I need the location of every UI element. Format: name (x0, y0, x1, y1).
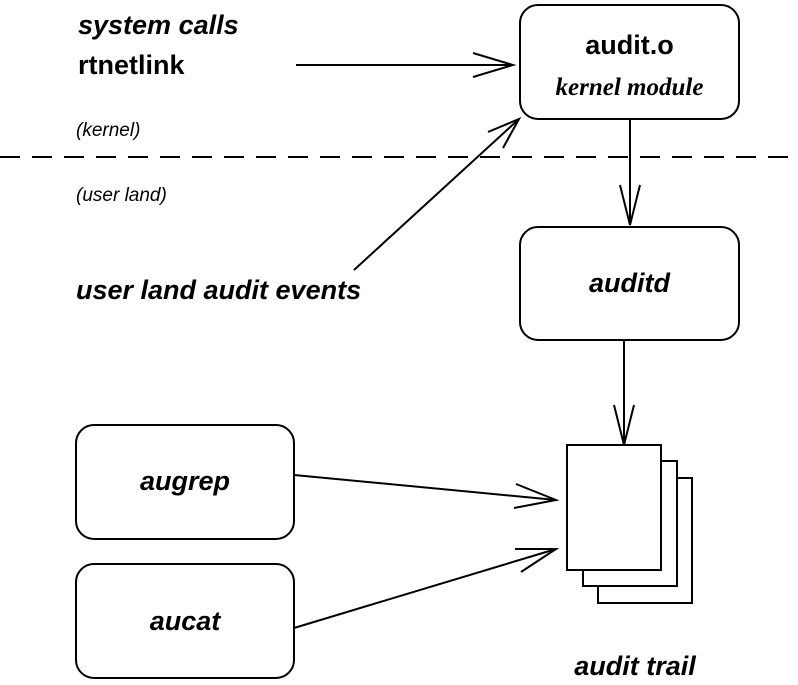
audit-trail-documents-icon (566, 444, 693, 604)
augrep-box (75, 424, 295, 540)
arrow-audit-o-to-auditd (619, 119, 641, 226)
audit-o-box (519, 4, 740, 120)
auditd-box (519, 226, 740, 341)
system-calls-label: system calls (78, 10, 239, 40)
arrow-syscalls-to-audit-o (296, 52, 517, 78)
aucat-title: aucat (150, 606, 222, 636)
kernel-zone-label: (kernel) (76, 120, 140, 141)
rtnetlink-label: rtnetlink (78, 50, 185, 80)
arrow-userland-events-to-audit-o (353, 116, 522, 271)
user-land-audit-events-label: user land audit events (76, 275, 361, 305)
arrow-augrep-to-audit-trail (293, 474, 560, 509)
aucat-box (75, 563, 295, 679)
augrep-title: augrep (140, 466, 230, 496)
audit-o-title: audit.o (585, 30, 674, 60)
audit-o-subtitle: kernel module (556, 74, 704, 101)
arrow-aucat-to-audit-trail (293, 548, 560, 629)
user-land-zone-label: (user land) (76, 185, 167, 206)
arrow-auditd-to-audit-trail (613, 340, 635, 446)
auditd-title: auditd (589, 268, 670, 298)
audit-trail-label: audit trail (574, 651, 696, 681)
